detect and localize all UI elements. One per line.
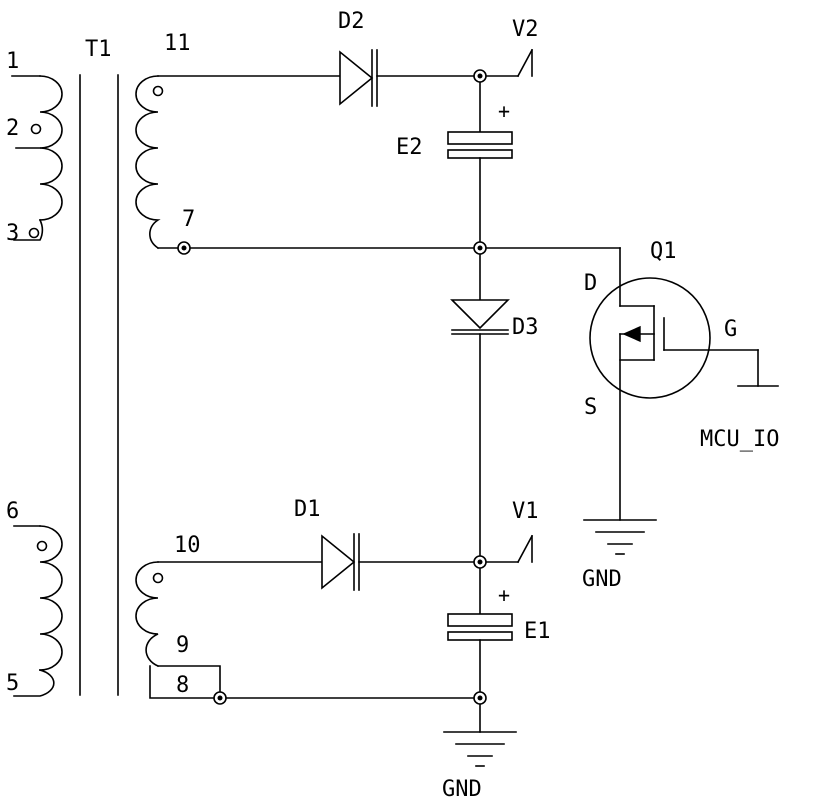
pin-8-label: 8 [176,673,189,698]
v1-label: V1 [512,499,539,524]
diode-d2 [340,50,480,106]
capacitor-e2 [448,132,512,158]
pin-11-label: 11 [164,31,191,56]
ground-symbol-bottom [444,732,516,766]
d3-label: D3 [512,315,539,340]
q1-gate-label: G [724,317,737,342]
transformer-label: T1 [85,37,112,62]
pin-7-label: 7 [182,207,195,232]
primary-winding-lower [14,526,62,696]
gnd-right-label: GND [582,567,622,592]
ground-symbol-right [584,520,656,554]
gnd-bottom-label: GND [442,777,482,802]
e1-polarity: + [498,583,510,607]
pin2-dot [32,125,41,134]
pin-10-label: 10 [174,533,201,558]
d1-label: D1 [294,497,321,522]
secondary-winding-lower [136,562,322,698]
e2-label: E2 [396,135,423,160]
e2-polarity: + [498,99,510,123]
q1-source-label: S [584,395,597,420]
capacitor-e1 [448,614,512,640]
q1-drain-label: D [584,271,597,296]
pin-2-label: 2 [6,116,19,141]
pin-1-label: 1 [6,49,19,74]
mcu-io-label: MCU_IO [700,427,779,452]
v2-label: V2 [512,17,539,42]
diode-d3 [452,248,508,562]
v2-stub [518,50,532,76]
v1-stub [518,536,532,562]
pin-9-label: 9 [176,633,189,658]
e1-label: E1 [524,619,551,644]
junction-nodes [178,70,486,704]
transformer-core [80,75,118,695]
primary-winding-upper [12,76,62,240]
mosfet-q1 [590,248,778,520]
pin6-dot [38,542,47,551]
pin11-dot [154,87,163,96]
pin-3-label: 3 [6,221,19,246]
secondary-winding-upper [136,76,340,248]
d2-label: D2 [338,9,365,34]
diode-d1 [322,534,480,590]
pin3-dot [30,229,39,238]
pin-5-label: 5 [6,671,19,696]
pin-6-label: 6 [6,499,19,524]
q1-label: Q1 [650,239,677,264]
pin10-dot [154,574,163,583]
